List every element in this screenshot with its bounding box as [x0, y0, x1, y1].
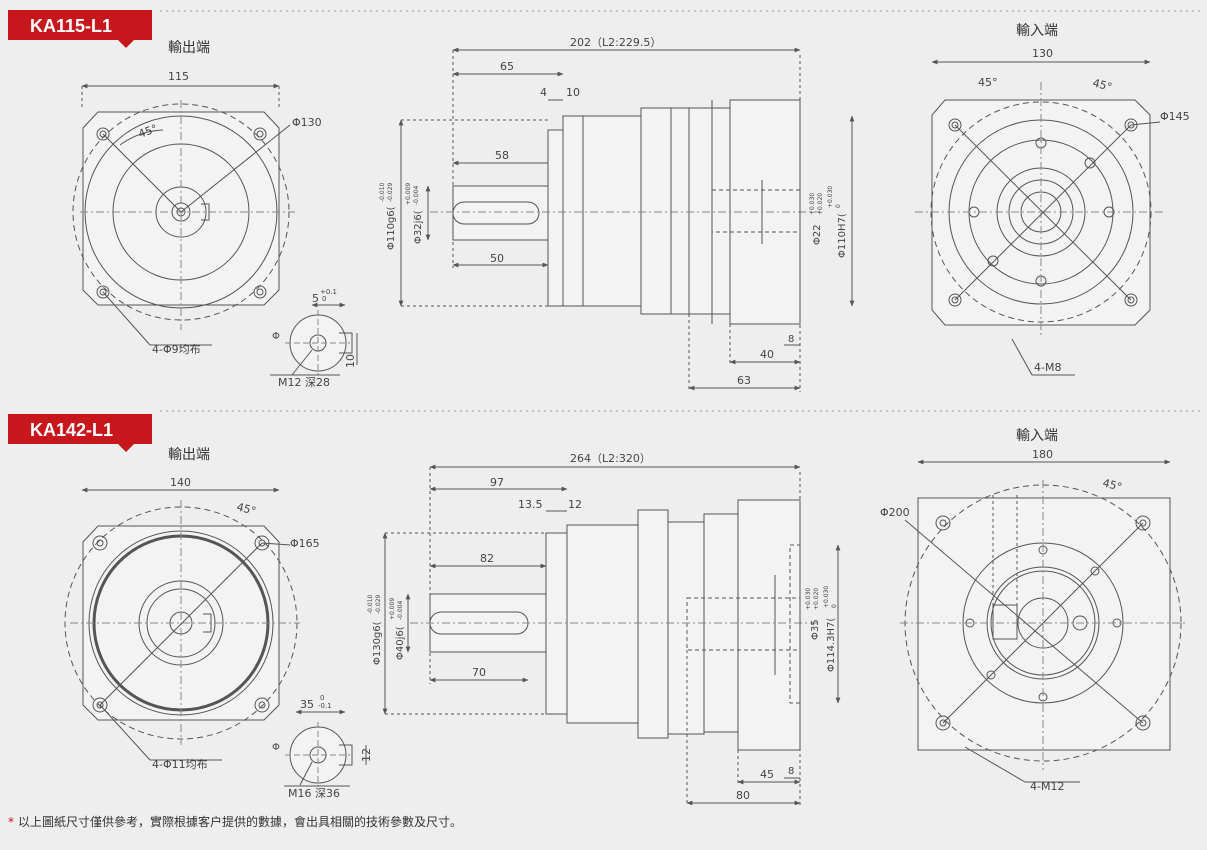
back-square-dim: 180 — [1032, 448, 1053, 461]
key-thread: M16 深36 — [288, 787, 340, 800]
section-ka115: KA115-L1 輸出端 115 — [8, 10, 1200, 392]
side-d-pilot: Φ114.3H7( — [826, 618, 837, 672]
back-holes: 4-M8 — [1034, 361, 1061, 374]
side-d-pilot-tol-top: +0.030 — [823, 586, 830, 608]
footnote-text: 以上圖紙尺寸僅供參考，實際根據客户提供的數據，會出具相關的技術參數及尺寸。 — [18, 815, 463, 829]
side-len8: 8 — [788, 334, 794, 345]
side-d-bore: Φ35 — [810, 619, 821, 640]
side-len13: 13.5 — [518, 498, 543, 511]
side-len80: 80 — [736, 789, 750, 802]
side-len70: 70 — [472, 666, 486, 679]
key-detail: 35 0 -0.1 12 Φ M16 深36 — [272, 694, 373, 800]
front-angle: 45° — [235, 500, 257, 518]
front-pcd: Φ165 — [290, 537, 320, 550]
key-thread: M12 深28 — [278, 376, 330, 389]
side-view: 202（L2:229.5） 65 4 10 58 50 — [379, 36, 855, 392]
side-d-bore: Φ22 — [812, 224, 823, 245]
key-height: 10 — [344, 354, 357, 368]
back-holes: 4-M12 — [1030, 780, 1064, 793]
side-d-pilot: Φ110H7( — [837, 213, 848, 258]
side-len45: 45 — [760, 768, 774, 781]
front-holes: 4-Φ9均布 — [152, 343, 201, 356]
model-tag-label: KA115-L1 — [30, 16, 112, 36]
side-len58: 58 — [495, 149, 509, 162]
key-phi-mark: Φ — [272, 331, 280, 342]
back-angle-a: 45° — [978, 76, 998, 89]
key-tol-lower: -0.1 — [318, 702, 332, 710]
front-view: 140 Φ165 45° 4 — [64, 476, 320, 771]
back-pcd: Φ145 — [1160, 110, 1190, 123]
back-angle: 45° — [1101, 476, 1123, 494]
key-width: 35 — [300, 698, 314, 711]
front-pcd: Φ130 — [292, 116, 322, 129]
side-len97: 97 — [490, 476, 504, 489]
side-len65: 65 — [500, 60, 514, 73]
side-len63: 63 — [737, 374, 751, 387]
front-angle: 45° — [137, 122, 160, 141]
side-d-pilot-tol-bot: 0 — [831, 604, 838, 608]
input-end-label: 輸入端 — [1016, 23, 1058, 39]
side-d-shaft-tol-top: +0.009 — [389, 598, 396, 620]
side-d-bore-tol-top: +0.030 — [805, 588, 812, 610]
key-tol-lower: 0 — [322, 295, 326, 303]
model-tag — [8, 10, 152, 48]
side-d-bore-tol-bot: +0.020 — [813, 588, 820, 610]
side-d-shaft: Φ32j6( — [413, 210, 424, 244]
key-detail: 5 +0.1 0 10 Φ M12 深28 — [270, 288, 358, 389]
key-width: 5 — [312, 292, 319, 305]
side-d-flange-tol-bot: -0.029 — [387, 182, 394, 202]
side-len10: 10 — [566, 86, 580, 99]
side-d-pilot-tol-top: +0.030 — [827, 186, 834, 208]
side-d-flange-tol-top: -0.010 — [379, 182, 386, 202]
side-total: 202（L2:229.5） — [570, 36, 661, 49]
side-len12: 12 — [568, 498, 582, 511]
side-d-shaft-tol-top: +0.009 — [405, 183, 412, 205]
back-square-dim: 130 — [1032, 47, 1053, 60]
output-end-label: 輸出端 — [168, 40, 210, 56]
side-len50: 50 — [490, 252, 504, 265]
side-d-flange-tol-bot: -0.029 — [375, 594, 382, 614]
model-tag-label: KA142-L1 — [30, 420, 113, 440]
side-d-pilot-tol-bot: 0 — [835, 204, 842, 208]
side-total: 264（L2:320） — [570, 452, 651, 465]
side-d-flange: Φ110g6( — [386, 206, 397, 250]
key-height: 12 — [360, 748, 373, 762]
back-angle-b: 45° — [1091, 76, 1113, 94]
side-len8: 8 — [788, 766, 794, 777]
input-end-label: 輸入端 — [1016, 428, 1058, 444]
side-len82: 82 — [480, 552, 494, 565]
footnote: * 以上圖紙尺寸僅供參考，實際根據客户提供的數據，會出具相關的技術參數及尺寸。 — [8, 813, 462, 830]
side-d-flange: Φ130g6( — [372, 621, 383, 665]
side-len40: 40 — [760, 348, 774, 361]
front-view: 115 45° Φ130 — [72, 70, 322, 356]
model-tag — [8, 414, 152, 452]
technical-drawing: KA115-L1 輸出端 115 — [8, 10, 1200, 805]
key-tol-upper: 0 — [320, 694, 324, 702]
side-view: 264（L2:320） 97 13.5 12 82 70 — [367, 452, 841, 805]
output-end-label: 輸出端 — [168, 447, 210, 463]
side-d-shaft-tol-bot: -0.004 — [397, 600, 404, 620]
key-tol-upper: +0.1 — [320, 288, 337, 296]
side-d-bore-tol-top: +0.030 — [809, 193, 816, 215]
side-d-flange-tol-top: -0.010 — [367, 594, 374, 614]
back-view: 輸入端 180 — [880, 428, 1185, 793]
footnote-star: * — [8, 815, 14, 829]
section-ka142: KA142-L1 輸出端 140 — [8, 410, 1200, 805]
side-d-shaft: Φ40j6( — [395, 626, 406, 660]
side-d-shaft-tol-bot: -0.004 — [413, 185, 420, 205]
side-len4: 4 — [540, 86, 547, 99]
back-view: 輸入端 130 45° — [915, 23, 1190, 376]
key-phi-mark: Φ — [272, 742, 280, 753]
back-pcd: Φ200 — [880, 506, 910, 519]
side-d-bore-tol-bot: +0.020 — [817, 193, 824, 215]
front-square-dim: 115 — [168, 70, 189, 83]
front-square-dim: 140 — [170, 476, 191, 489]
front-holes: 4-Φ11均布 — [152, 758, 208, 771]
